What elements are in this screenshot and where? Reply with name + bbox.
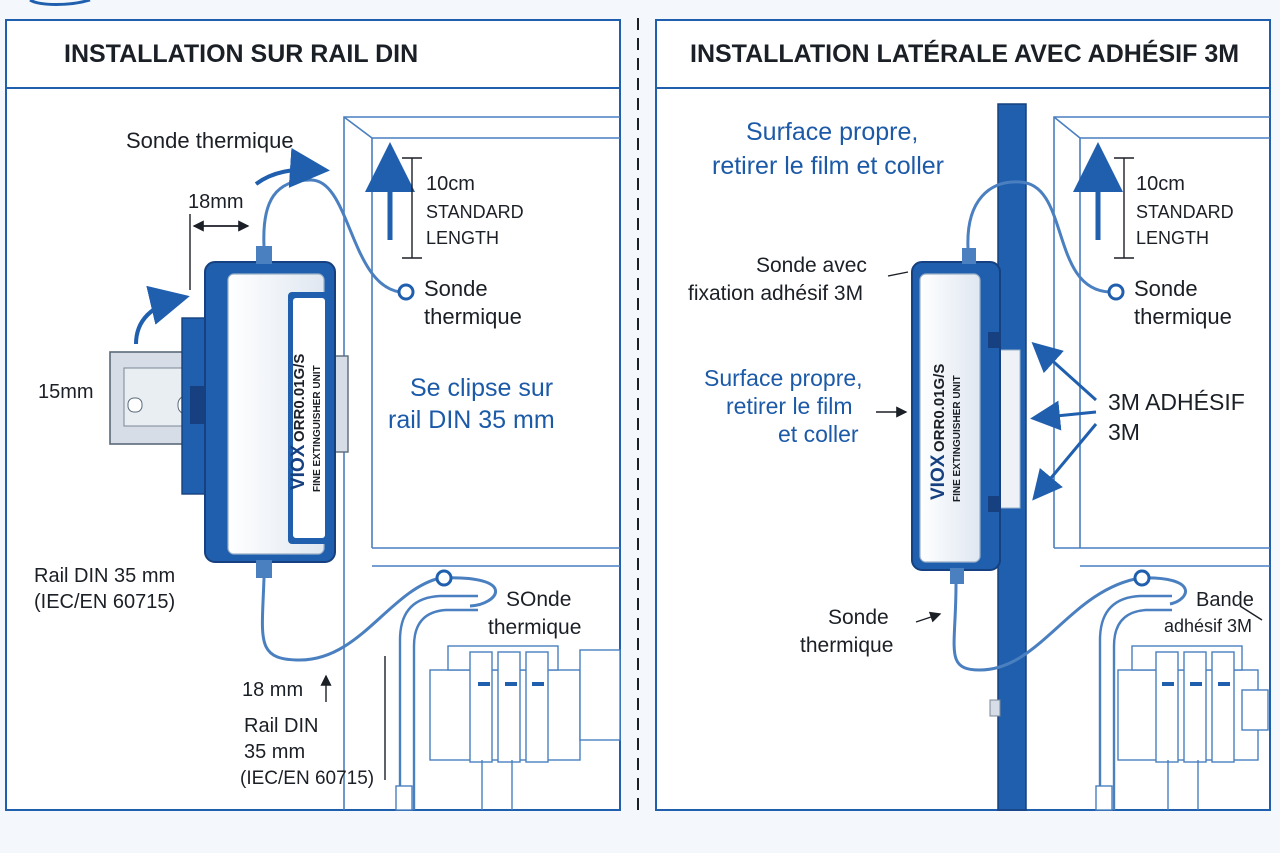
right-probe-sensor-top: [1107, 283, 1125, 301]
left-length-std2: LENGTH: [426, 228, 499, 248]
left-dim-18mm-top: 18mm: [188, 191, 244, 213]
left-rail2-l2: 35 mm: [244, 741, 305, 763]
right-probe-end-l2: thermique: [1134, 304, 1232, 329]
left-rail2-l1: Rail DIN: [244, 715, 318, 737]
left-clip-l1: Se clipse sur: [410, 374, 553, 402]
right-probe-cable-top: [966, 180, 1111, 294]
left-probe-end-l2: thermique: [424, 304, 522, 329]
right-probe-adh-l2: fixation adhésif 3M: [688, 282, 863, 305]
left-device: VIOX ORR0.01G/S FINE EXTINGUISHER UNIT: [204, 246, 336, 578]
right-length-value: 10cm: [1136, 173, 1185, 195]
left-panel-title: INSTALLATION SUR RAIL DIN: [64, 40, 418, 68]
right-band-l1: Bande: [1196, 589, 1254, 611]
right-panel: INSTALLATION LATÉRALE AVEC ADHÉSIF 3M VI…: [655, 19, 1271, 811]
right-probe-adh-l1: Sonde avec: [756, 254, 867, 277]
left-device-subtitle: FINE EXTINGUISHER UNIT: [312, 365, 323, 492]
left-probe-bottom-l1: SOnde: [506, 588, 571, 611]
left-rail2-l3: (IEC/EN 60715): [240, 768, 374, 789]
right-surface-top-l2: retirer le film et coller: [712, 152, 944, 180]
left-probe-arrow-icon: [254, 147, 330, 188]
right-adhesive-l1: 3M ADHÉSIF: [1108, 389, 1245, 415]
right-panel-title: INSTALLATION LATÉRALE AVEC ADHÉSIF 3M: [690, 39, 1239, 68]
right-band-l2: adhésif 3M: [1164, 616, 1252, 636]
right-device-brand: VIOX: [928, 454, 949, 500]
left-cabinet-wall: [343, 116, 620, 810]
right-adhesive-arrow-mid-icon: [1030, 400, 1097, 431]
left-length-value: 10cm: [426, 173, 475, 195]
right-adhesive-arrow-bottom-icon: [1032, 423, 1098, 501]
left-panel: INSTALLATION SUR RAIL DIN: [5, 19, 621, 811]
right-probe-bottom-l2: thermique: [800, 634, 893, 657]
right-device-subtitle: FINE EXTINGUISHER UNIT: [952, 375, 963, 502]
left-probe-sensor-top: [397, 283, 415, 301]
left-length-std1: STANDARD: [426, 202, 524, 222]
right-probe-bottom-l1: Sonde: [828, 606, 889, 629]
right-surface-mid-l3: et coller: [778, 421, 859, 447]
right-adhesive-arrow-top-icon: [1031, 341, 1098, 402]
right-breakers: [1095, 594, 1269, 811]
left-rail-l1: Rail DIN 35 mm: [34, 565, 175, 587]
right-device-model: ORR0.01G/S: [931, 364, 948, 452]
left-probe-bottom-l2: thermique: [488, 616, 581, 639]
left-dim-18mm-bottom: 18 mm: [242, 679, 303, 701]
right-length-std2: LENGTH: [1136, 228, 1209, 248]
right-dimension-marks: [876, 157, 1263, 623]
right-length-std1: STANDARD: [1136, 202, 1234, 222]
right-device: VIOX ORR0.01G/S FINE EXTINGUISHER UNIT: [911, 248, 1001, 584]
left-probe-sensor-bottom: [435, 569, 453, 587]
left-dimension-marks: [189, 157, 422, 780]
left-probe-top-label: Sonde thermique: [126, 128, 294, 153]
left-device-brand: VIOX: [288, 444, 309, 490]
right-probe-sensor-bottom: [1133, 569, 1151, 587]
left-breakers: [395, 594, 621, 811]
left-probe-end-l1: Sonde: [424, 276, 488, 301]
left-clip-l2: rail DIN 35 mm: [388, 406, 555, 434]
right-adhesive-l2: 3M: [1108, 419, 1140, 445]
left-probe-cable-bottom: [260, 576, 497, 662]
right-probe-end-l1: Sonde: [1134, 276, 1198, 301]
top-decoration: [29, 0, 91, 6]
right-adhesive-pad: [999, 349, 1021, 509]
right-surface-top-l1: Surface propre,: [746, 118, 918, 146]
left-dim-15mm: 15mm: [38, 381, 94, 403]
right-probe-cable-bottom: [952, 576, 1187, 672]
right-surface-mid-l1: Surface propre,: [704, 365, 863, 391]
left-rail-l2: (IEC/EN 60715): [34, 591, 175, 613]
right-surface-mid-l2: retirer le film: [726, 393, 853, 419]
left-device-model: ORR0.01G/S: [291, 354, 308, 442]
left-clip-arrow-icon: [134, 285, 190, 345]
